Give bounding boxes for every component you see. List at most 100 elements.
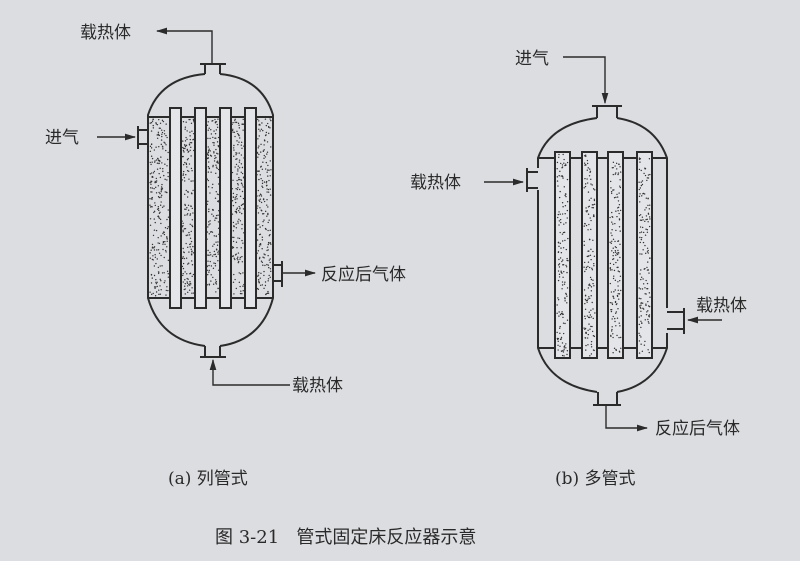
catalyst-dot (240, 141, 243, 144)
catalyst-dot (559, 242, 561, 245)
catalyst-dot (189, 138, 191, 141)
catalyst-dot (617, 249, 619, 252)
catalyst-dot (152, 292, 154, 295)
catalyst-dot (207, 260, 209, 262)
catalyst-dot (188, 163, 191, 165)
catalyst-dot (586, 162, 589, 165)
catalyst-dot (237, 165, 240, 167)
catalyst-dot (166, 286, 168, 288)
catalyst-dot (190, 155, 192, 157)
catalyst-dot (643, 344, 646, 346)
catalyst-dot (586, 315, 589, 317)
catalyst-dot (261, 239, 264, 241)
catalyst-dot (611, 326, 613, 328)
catalyst-dot (155, 282, 158, 285)
catalyst-dot (587, 206, 590, 208)
catalyst-dot (152, 172, 155, 174)
catalyst-dot (151, 187, 154, 189)
catalyst-dot (264, 227, 267, 230)
catalyst-dot (166, 236, 168, 238)
catalyst-dot (191, 130, 193, 132)
catalyst-dot (155, 291, 158, 293)
catalyst-dot (266, 199, 268, 201)
catalyst-dot (589, 314, 592, 316)
catalyst-dot (208, 149, 210, 152)
catalyst-dot (158, 252, 161, 254)
catalyst-dot (241, 212, 243, 215)
catalyst-dot (563, 186, 566, 188)
catalyst-dot (214, 219, 216, 222)
label-bottom-inlet: 载热体 (292, 376, 343, 396)
catalyst-dot (640, 320, 642, 322)
catalyst-dot (164, 142, 166, 144)
catalyst-dot (567, 237, 569, 240)
catalyst-dot (588, 311, 590, 313)
catalyst-dot (237, 256, 239, 258)
catalyst-dot (558, 266, 561, 268)
catalyst-dot (217, 227, 220, 230)
catalyst-dot (187, 263, 189, 265)
catalyst-dot (590, 325, 592, 328)
catalyst-dot (266, 188, 268, 190)
catalyst-dot (207, 151, 210, 154)
catalyst-dot (167, 209, 169, 211)
catalyst-dot (648, 305, 651, 308)
catalyst-dot (270, 119, 272, 122)
catalyst-dot (560, 312, 563, 315)
catalyst-dot (162, 170, 164, 173)
catalyst-dot (185, 121, 187, 123)
catalyst-dot (184, 293, 186, 295)
catalyst-dot (615, 229, 617, 232)
catalyst-dot (216, 200, 219, 203)
catalyst-dot (206, 231, 209, 233)
catalyst-dot (647, 318, 649, 321)
catalyst-dot (620, 347, 622, 350)
tube (169, 107, 182, 309)
catalyst-dot (564, 213, 566, 215)
catalyst-dot (257, 156, 259, 158)
catalyst-dot (242, 129, 244, 131)
catalyst-dot (645, 252, 647, 255)
catalyst-dot (260, 143, 262, 146)
catalyst-dot (558, 220, 561, 222)
catalyst-dot (234, 210, 237, 213)
catalyst-dot (237, 222, 239, 224)
catalyst-dot (208, 233, 210, 235)
catalyst-dot (259, 243, 262, 245)
catalyst-dot (262, 186, 264, 189)
catalyst-dot (558, 263, 561, 265)
catalyst-dot (208, 127, 210, 129)
catalyst-dot (156, 168, 159, 170)
catalyst-dot (620, 336, 622, 339)
catalyst-dot (185, 234, 187, 237)
catalyst-dot (640, 315, 642, 317)
catalyst-dot (563, 231, 566, 234)
catalyst-dot (240, 247, 242, 249)
catalyst-dot (267, 206, 269, 208)
catalyst-dot (232, 246, 235, 249)
catalyst-dot (236, 188, 239, 191)
catalyst-dot (188, 262, 190, 264)
catalyst-dot (156, 258, 158, 260)
catalyst-dot (639, 193, 641, 195)
catalyst-dot (237, 259, 239, 261)
catalyst-dot (217, 214, 219, 216)
catalyst-dot (617, 270, 620, 272)
catalyst-dot (160, 156, 162, 158)
catalyst-dot (269, 160, 271, 162)
catalyst-dot (644, 244, 646, 247)
catalyst-dot (206, 153, 209, 156)
catalyst-dot (642, 283, 645, 285)
catalyst-dot (587, 250, 589, 252)
catalyst-dot (558, 273, 561, 276)
catalyst-dot (215, 166, 218, 168)
catalyst-dot (186, 170, 189, 172)
catalyst-dot (593, 285, 595, 287)
catalyst-dot (561, 175, 564, 178)
catalyst-dot (153, 218, 156, 220)
catalyst-dot (266, 246, 269, 248)
catalyst-dot (640, 184, 643, 187)
catalyst-dot (167, 172, 169, 174)
catalyst-dot (587, 229, 589, 231)
catalyst-dot (215, 214, 218, 217)
